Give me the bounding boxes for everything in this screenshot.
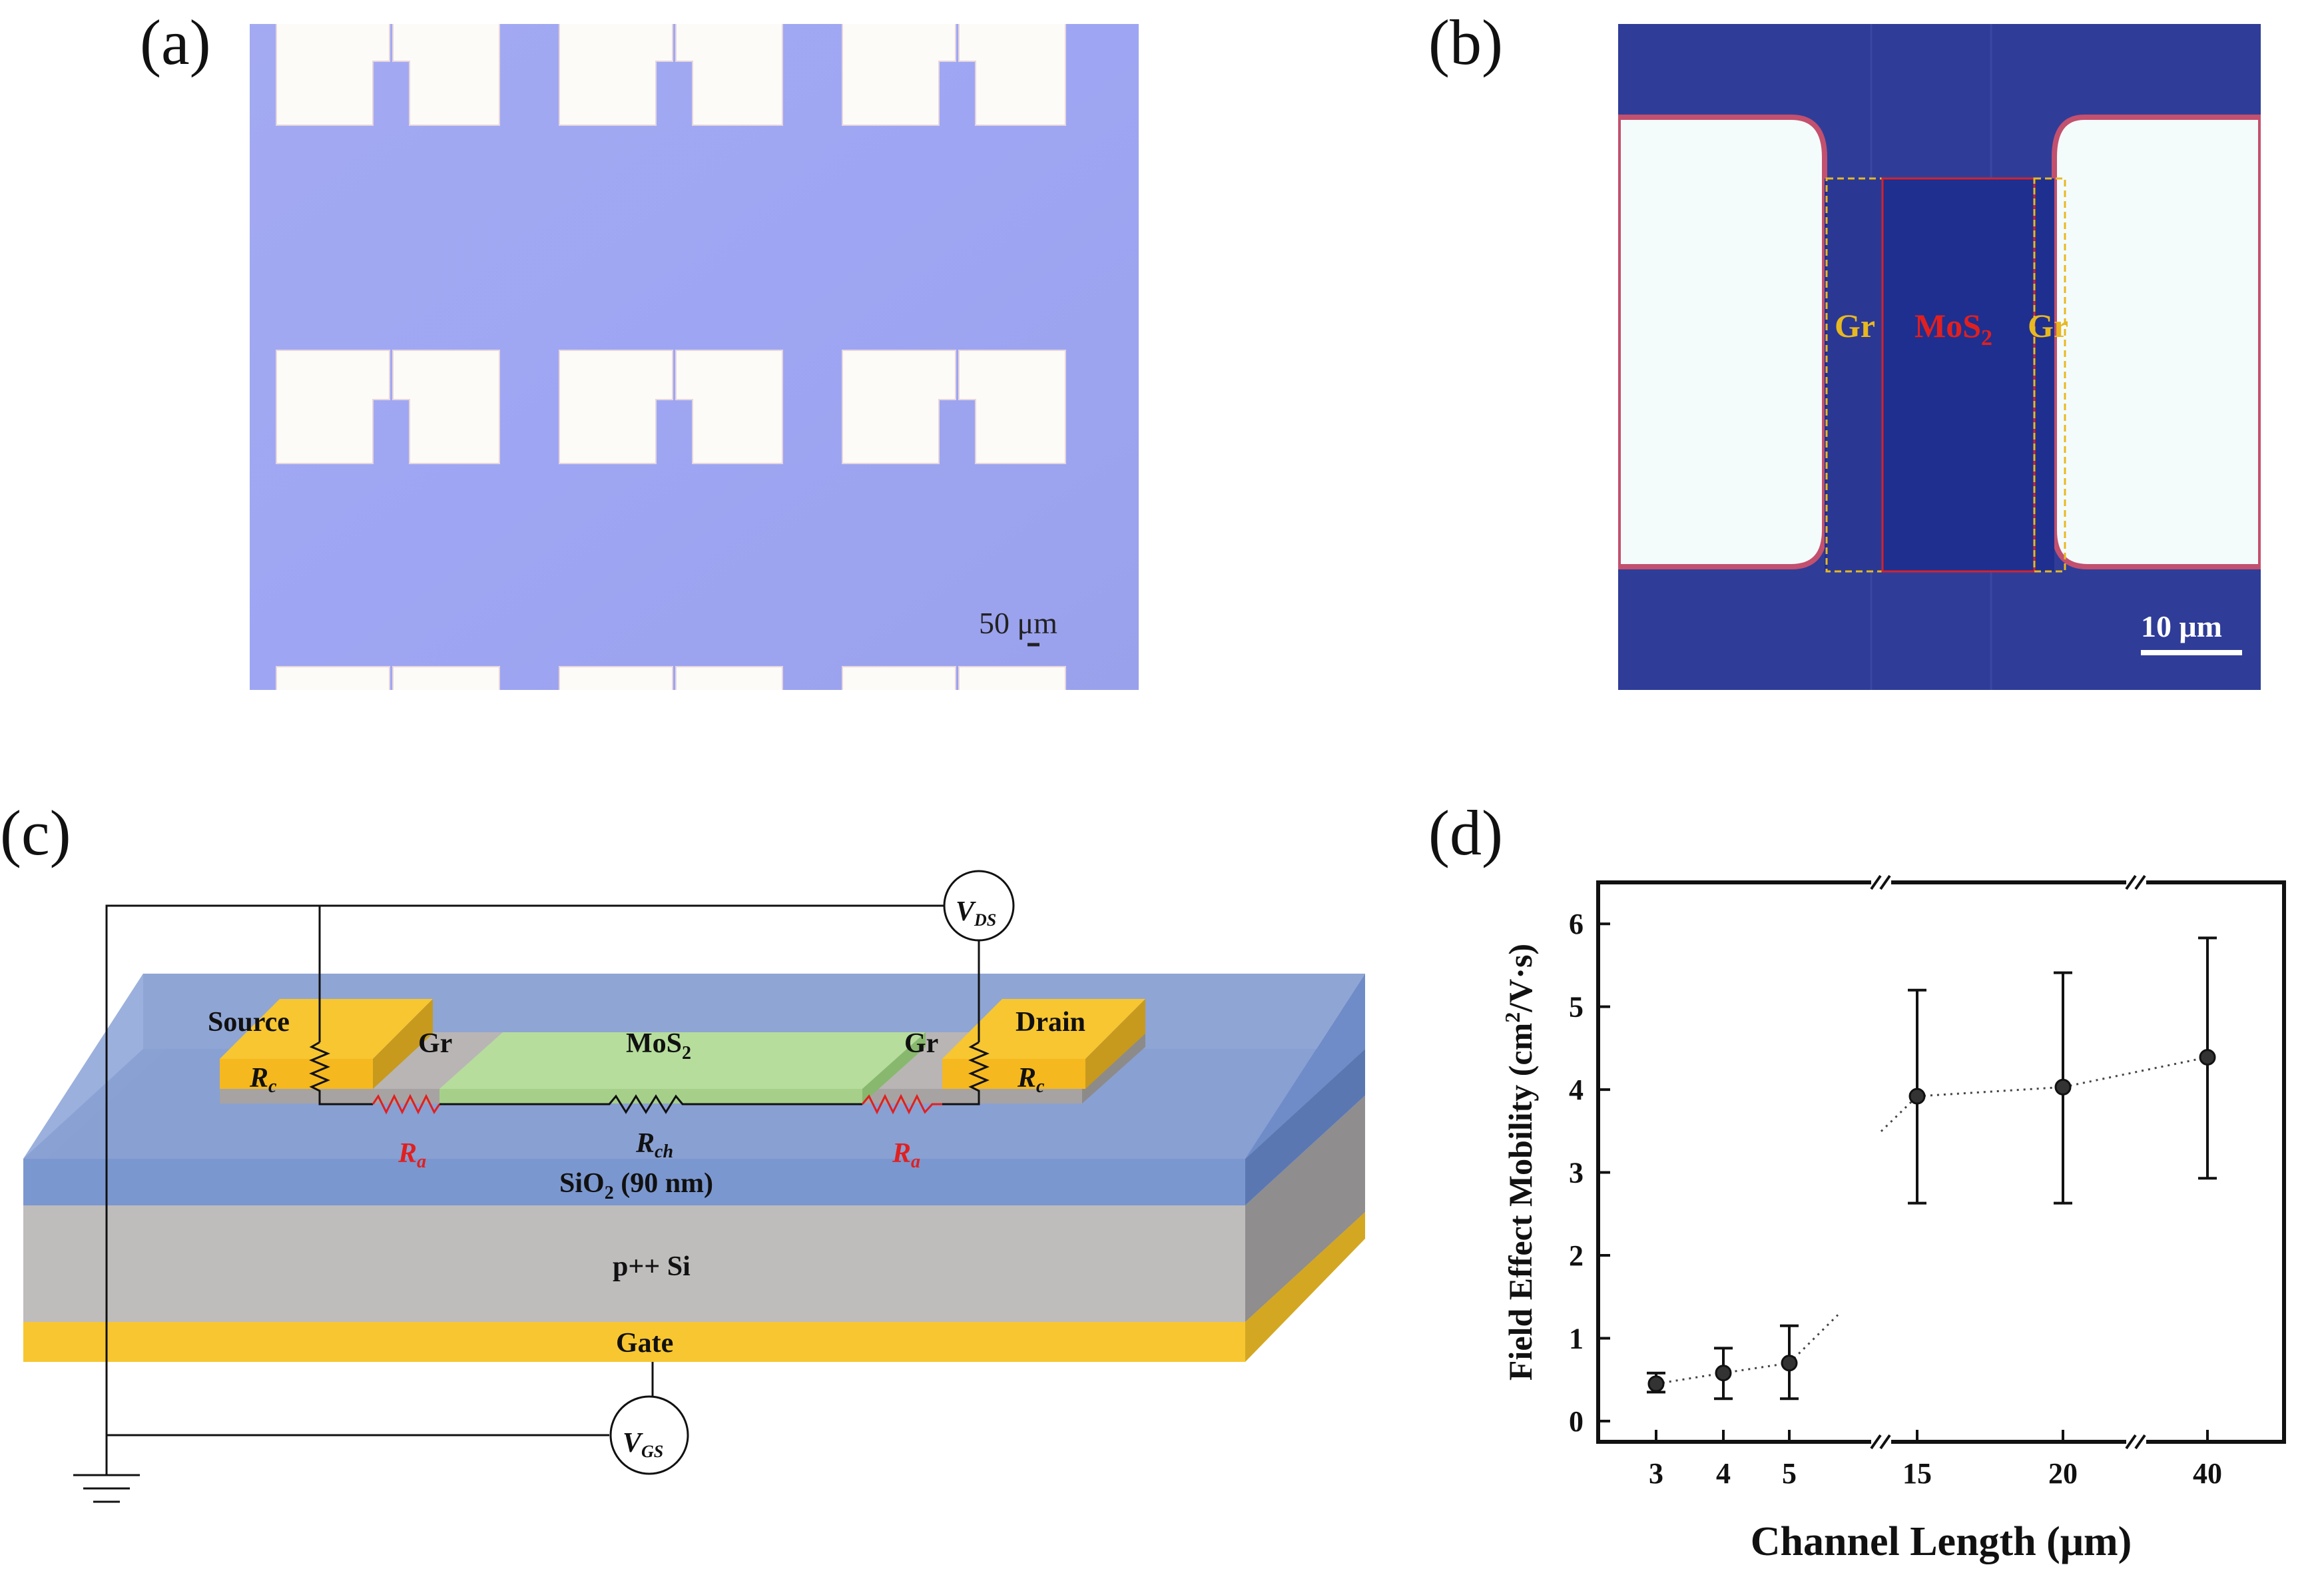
device-schematic: VDS VGS Source Drain Gr Gr MoS2 Rc Rc Ra… bbox=[23, 870, 1365, 1503]
rc-right-resistor bbox=[942, 1041, 990, 1105]
panel-a-label: (a) bbox=[140, 7, 211, 78]
gr-right-label: Gr bbox=[904, 1028, 938, 1059]
axis-break-icon bbox=[1870, 874, 1882, 890]
panel-b-image: Gr MoS2 Gr 10 μm bbox=[1618, 24, 2261, 690]
ra-right-label: Ra bbox=[892, 1138, 920, 1172]
x-tick-label: 5 bbox=[1782, 1457, 1797, 1490]
sio2-layer bbox=[23, 1159, 1245, 1205]
vgs-label: VGS bbox=[623, 1428, 663, 1461]
gate-label: Gate bbox=[616, 1328, 673, 1359]
vds-label: VDS bbox=[956, 896, 996, 930]
y-tick-label: 4 bbox=[1569, 1074, 1584, 1106]
drain-electrode bbox=[942, 1059, 1085, 1089]
rch-resistor bbox=[439, 1094, 862, 1114]
gr-left-label: Gr bbox=[418, 1028, 452, 1059]
scale-bar bbox=[2141, 650, 2242, 655]
rc-left-resistor bbox=[309, 1041, 373, 1105]
gr-region-right bbox=[2033, 177, 2066, 573]
data-point bbox=[1715, 1365, 1732, 1382]
left-electrode bbox=[1618, 115, 1827, 569]
pad-pair bbox=[842, 666, 1066, 690]
axis-break-icon bbox=[2125, 1434, 2137, 1450]
data-point bbox=[1781, 1355, 1798, 1372]
drain-label: Drain bbox=[1016, 1007, 1085, 1038]
chart-frame bbox=[1596, 880, 2286, 1444]
sio2-label: SiO2 (90 nm) bbox=[559, 1168, 713, 1203]
mos2-flake bbox=[439, 1032, 926, 1089]
y-tick-label: 3 bbox=[1569, 1157, 1584, 1189]
ra-right-resistor bbox=[861, 1094, 942, 1115]
rc-right-label: Rc bbox=[1017, 1063, 1045, 1097]
panel-a-micrograph: 50 μm bbox=[250, 24, 1139, 690]
mos2-label: MoS2 bbox=[1914, 307, 1992, 350]
scale-bar-label: 50 μm bbox=[979, 606, 1057, 640]
mobility-chart: 0 1 2 3 4 5 6 3 4 5 15 20 40 Channel Length (μm) Fie… bbox=[1500, 874, 2286, 1564]
data-point bbox=[2199, 1049, 2216, 1066]
y-tick-label: 0 bbox=[1569, 1405, 1584, 1438]
pad-pair bbox=[276, 666, 500, 690]
x-tick-label: 15 bbox=[1902, 1457, 1932, 1490]
trend-line bbox=[1788, 1314, 1839, 1364]
axis-break-icon bbox=[2125, 874, 2137, 890]
circuit-wire-top bbox=[105, 904, 946, 1475]
x-tick-label: 40 bbox=[2193, 1457, 2222, 1490]
data-point bbox=[2054, 1078, 2072, 1096]
si-layer bbox=[23, 1205, 1245, 1322]
ra-left-resistor bbox=[372, 1094, 441, 1115]
mos2-label: MoS2 bbox=[626, 1028, 691, 1064]
x-tick-label: 3 bbox=[1649, 1457, 1663, 1490]
axis-break-icon bbox=[1870, 1434, 1882, 1450]
x-axis-label: Channel Length (μm) bbox=[1751, 1519, 2132, 1564]
y-tick-label: 5 bbox=[1569, 991, 1584, 1024]
gr-label-left: Gr bbox=[1835, 307, 1875, 344]
data-point bbox=[1908, 1088, 1926, 1105]
rch-label: Rch bbox=[635, 1128, 673, 1162]
trend-line bbox=[1880, 1095, 1918, 1132]
pad-pair bbox=[559, 666, 783, 690]
y-tick-label: 2 bbox=[1569, 1239, 1584, 1272]
y-axis-label: Field Effect Mobility (cm2/V·s) bbox=[1500, 944, 1539, 1381]
gr-label-right: Gr bbox=[2028, 307, 2068, 344]
panel-a-image: 50 μm bbox=[250, 24, 1139, 690]
panel-c-label: (c) bbox=[0, 797, 71, 868]
scale-bar-label: 10 μm bbox=[2141, 609, 2222, 643]
y-tick-label: 6 bbox=[1569, 908, 1584, 940]
panel-d-label: (d) bbox=[1428, 797, 1503, 868]
source-label: Source bbox=[208, 1007, 290, 1038]
vds-meter bbox=[943, 870, 1015, 942]
rc-left-label: Rc bbox=[249, 1063, 277, 1097]
si-label: p++ Si bbox=[613, 1251, 691, 1282]
source-electrode bbox=[220, 1059, 373, 1089]
gr-region-left bbox=[1825, 177, 1884, 573]
vgs-meter bbox=[609, 1395, 689, 1475]
data-point bbox=[1647, 1375, 1665, 1393]
right-electrode bbox=[2052, 115, 2261, 569]
panel-b-micrograph: Gr MoS2 Gr 10 μm bbox=[1618, 24, 2261, 690]
ra-left-label: Ra bbox=[398, 1138, 426, 1172]
x-tick-label: 20 bbox=[2048, 1457, 2078, 1490]
gate-layer bbox=[23, 1322, 1245, 1362]
y-tick-label: 1 bbox=[1569, 1322, 1584, 1355]
x-tick-label: 4 bbox=[1716, 1457, 1731, 1490]
panel-b-label: (b) bbox=[1428, 7, 1503, 78]
